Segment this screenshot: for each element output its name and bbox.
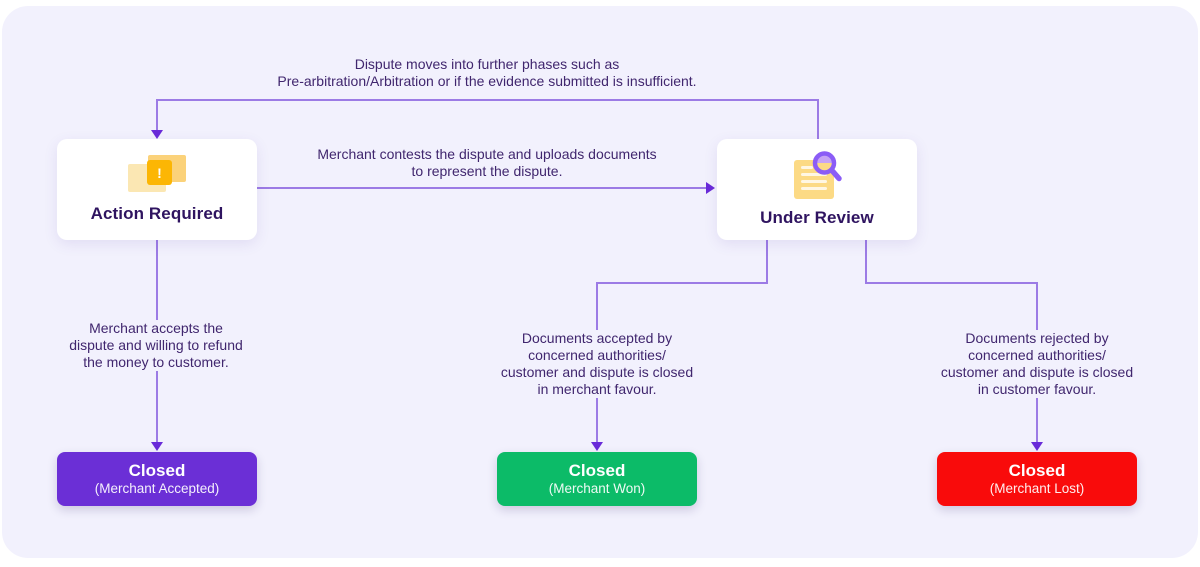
closed-lost-title: Closed <box>1008 461 1066 480</box>
lost-label: Documents rejected by concerned authorit… <box>917 330 1157 398</box>
won-connector-vertical-1 <box>766 240 768 284</box>
node-under-review: Under Review <box>717 139 917 240</box>
node-action-required-label: Action Required <box>90 204 224 223</box>
accept-arrowhead-icon <box>151 442 163 451</box>
node-closed-merchant-accepted: Closed (Merchant Accepted) <box>57 452 257 506</box>
loopback-arrowhead-icon <box>151 130 163 139</box>
lost-label-line-4: in customer favour. <box>977 381 1097 397</box>
loopback-connector-right-vertical <box>817 99 819 140</box>
contest-arrowhead-icon <box>706 182 715 194</box>
loopback-label: Dispute moves into further phases such a… <box>137 56 837 90</box>
alert-card-icon: ! <box>128 155 186 195</box>
exclamation-icon: ! <box>147 160 172 185</box>
won-label-line-1: Documents accepted by <box>521 330 673 346</box>
won-label-line-4: in merchant favour. <box>537 381 657 397</box>
closed-accepted-subtitle: (Merchant Accepted) <box>94 481 220 496</box>
contest-label-line-1: Merchant contests the dispute and upload… <box>317 146 657 162</box>
lost-arrowhead-icon <box>1031 442 1043 451</box>
loopback-label-line-2: Pre-arbitration/Arbitration or if the ev… <box>277 73 697 89</box>
accept-label-line-3: the money to customer. <box>83 354 229 370</box>
contest-connector <box>256 187 707 189</box>
accept-label-line-2: dispute and willing to refund <box>69 337 243 353</box>
magnifier-icon <box>812 151 842 182</box>
node-under-review-label: Under Review <box>760 208 874 227</box>
won-arrowhead-icon <box>591 442 603 451</box>
won-label-line-2: concerned authorities/ <box>528 347 666 363</box>
contest-label-line-2: to represent the dispute. <box>411 163 563 179</box>
lost-connector-vertical-1 <box>865 240 867 284</box>
node-closed-merchant-won: Closed (Merchant Won) <box>497 452 697 506</box>
node-closed-merchant-lost: Closed (Merchant Lost) <box>937 452 1137 506</box>
closed-won-subtitle: (Merchant Won) <box>548 481 646 496</box>
node-action-required: ! Action Required <box>57 139 257 240</box>
accept-label-line-1: Merchant accepts the <box>89 320 223 336</box>
won-label: Documents accepted by concerned authorit… <box>477 330 717 398</box>
lost-label-line-3: customer and dispute is closed <box>940 364 1134 380</box>
loopback-label-line-1: Dispute moves into further phases such a… <box>354 56 620 72</box>
lost-label-line-1: Documents rejected by <box>965 330 1109 346</box>
loopback-connector-left-vertical <box>156 99 158 132</box>
contest-label: Merchant contests the dispute and upload… <box>262 146 712 180</box>
document-search-icon <box>788 151 846 199</box>
closed-accepted-title: Closed <box>128 461 186 480</box>
won-connector-horizontal <box>596 282 768 284</box>
won-label-line-3: customer and dispute is closed <box>500 364 694 380</box>
accept-label: Merchant accepts the dispute and willing… <box>41 320 271 371</box>
closed-lost-subtitle: (Merchant Lost) <box>989 481 1085 496</box>
closed-won-title: Closed <box>568 461 626 480</box>
lost-label-line-2: concerned authorities/ <box>968 347 1106 363</box>
lost-connector-horizontal <box>865 282 1038 284</box>
loopback-connector-horizontal <box>156 99 819 101</box>
